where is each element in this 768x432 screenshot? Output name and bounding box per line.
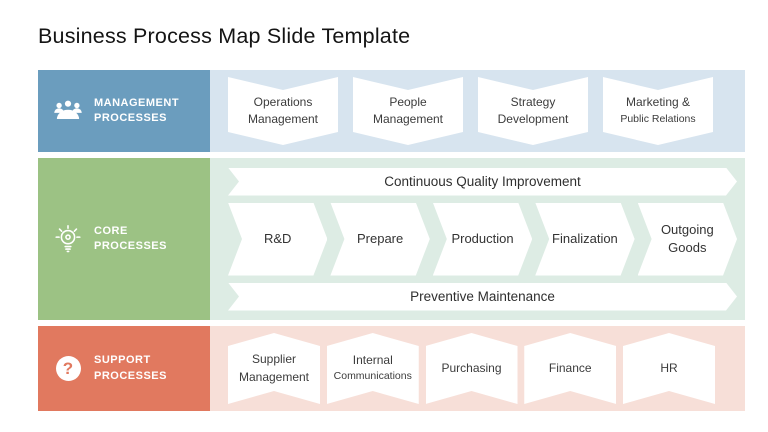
- banner-line1: People: [389, 94, 427, 109]
- banner-line1: Strategy: [510, 94, 556, 109]
- banner-line1: Finance: [548, 360, 592, 375]
- banner-finance[interactable]: Finance: [524, 333, 616, 404]
- banner-line2: Management: [372, 112, 444, 126]
- arrow-label: R&D: [263, 231, 292, 247]
- banner-operations-management[interactable]: Operations Management: [228, 77, 338, 145]
- arrow-label: Outgoing Goods: [660, 222, 714, 255]
- banner-internal-communications[interactable]: Internal Communications: [327, 333, 419, 404]
- banner-line2: Communications: [333, 370, 412, 383]
- banner-line2: Development: [497, 112, 569, 126]
- banner-purchasing[interactable]: Purchasing: [426, 333, 518, 404]
- banner-line1: Marketing &: [625, 95, 691, 110]
- bar-preventive-maintenance[interactable]: Preventive Maintenance: [228, 283, 737, 311]
- banner-supplier-management[interactable]: Supplier Management: [228, 333, 320, 404]
- management-row: MANAGEMENT PROCESSES Operations Manageme…: [38, 70, 745, 152]
- core-lane: Continuous Quality Improvement R&D Prepa…: [210, 158, 745, 320]
- core-header-label: CORE PROCESSES: [94, 224, 167, 255]
- banner-line2: Management: [247, 112, 319, 126]
- arrow-production[interactable]: Production: [433, 203, 532, 276]
- process-map: MANAGEMENT PROCESSES Operations Manageme…: [38, 70, 745, 411]
- banner-line1: Supplier: [251, 352, 297, 367]
- core-row: CORE PROCESSES Continuous Quality Improv…: [38, 158, 745, 320]
- banner-people-management[interactable]: People Management: [353, 77, 463, 145]
- question-mark-icon: ?: [51, 356, 85, 381]
- support-label-line1: SUPPORT: [94, 354, 151, 367]
- banner-marketing-public-relations[interactable]: Marketing & Public Relations: [603, 77, 713, 145]
- support-lane: Supplier Management Internal Communicati…: [210, 326, 745, 411]
- banner-line1: Purchasing: [441, 360, 502, 375]
- arrow-outgoing-goods[interactable]: Outgoing Goods: [638, 203, 737, 276]
- banner-strategy-development[interactable]: Strategy Development: [478, 77, 588, 145]
- arrow-finalization[interactable]: Finalization: [535, 203, 634, 276]
- management-header-block[interactable]: MANAGEMENT PROCESSES: [38, 70, 210, 152]
- arrow-prepare[interactable]: Prepare: [330, 203, 429, 276]
- core-header-block[interactable]: CORE PROCESSES: [38, 158, 210, 320]
- arrow-label: Prepare: [356, 231, 404, 247]
- core-label-line2: PROCESSES: [94, 240, 167, 252]
- management-label-line2: PROCESSES: [94, 112, 167, 124]
- management-header-label: MANAGEMENT PROCESSES: [94, 96, 179, 127]
- banner-line1: Internal: [352, 352, 393, 367]
- banner-hr[interactable]: HR: [623, 333, 715, 404]
- banner-line2: Management: [238, 369, 310, 384]
- support-row: ? SUPPORT PROCESSES Supplier Management …: [38, 326, 745, 411]
- banner-line1: Operations: [253, 94, 313, 109]
- slide-title: Business Process Map Slide Template: [38, 24, 411, 48]
- support-label-line2: PROCESSES: [94, 369, 167, 382]
- arrow-label: Finalization: [552, 231, 618, 247]
- bar-label: Continuous Quality Improvement: [384, 174, 581, 189]
- support-header-block[interactable]: ? SUPPORT PROCESSES: [38, 326, 210, 411]
- banner-line1: HR: [660, 360, 678, 375]
- banner-line2: Public Relations: [620, 112, 696, 125]
- arrow-rd[interactable]: R&D: [228, 203, 327, 276]
- question-mark-glyph: ?: [55, 356, 81, 381]
- bar-continuous-quality-improvement[interactable]: Continuous Quality Improvement: [228, 168, 737, 196]
- core-process-arrows: R&D Prepare Production Finalization Outg…: [228, 203, 737, 276]
- arrow-label: Production: [451, 231, 514, 247]
- management-lane: Operations Management People Management …: [210, 70, 745, 152]
- lightbulb-icon: [51, 223, 85, 255]
- support-header-label: SUPPORT PROCESSES: [94, 353, 167, 384]
- core-label-line1: CORE: [94, 224, 128, 237]
- meeting-people-icon: [51, 98, 85, 125]
- bar-label: Preventive Maintenance: [410, 289, 555, 304]
- management-label-line1: MANAGEMENT: [94, 96, 180, 109]
